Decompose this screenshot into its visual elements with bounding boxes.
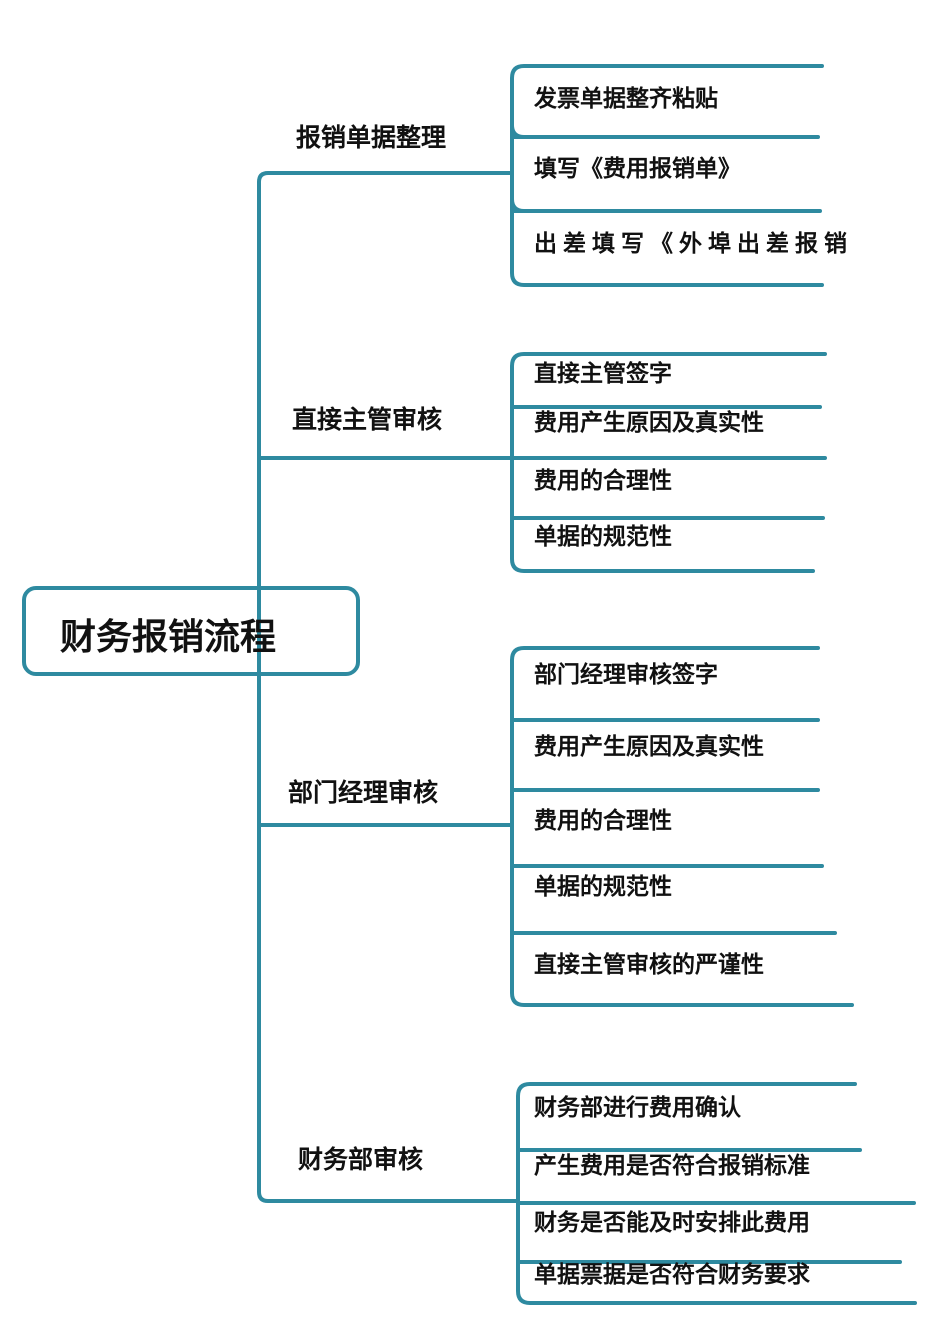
list-item: 部门经理审核签字 (534, 662, 718, 688)
sub-lines-1 (510, 64, 824, 287)
sub-lines-3 (510, 646, 854, 1007)
branch-label: 财务部审核 (298, 1145, 424, 1174)
list-item: 单据的规范性 (534, 524, 672, 550)
list-item: 产生费用是否符合报销标准 (534, 1153, 810, 1179)
list-item: 费用的合理性 (534, 468, 672, 494)
branch-label: 报销单据整理 (296, 123, 447, 152)
list-item: 填写《费用报销单》 (534, 156, 741, 182)
list-item: 财务是否能及时安排此费用 (534, 1210, 810, 1236)
list-item: 单据票据是否符合财务要求 (534, 1262, 810, 1288)
sub-lines-2 (510, 352, 827, 573)
root-title: 财务报销流程 (60, 617, 277, 658)
branch-label: 直接主管审核 (292, 405, 443, 434)
list-item: 发票单据整齐粘贴 (534, 86, 718, 112)
sub-lines-4 (516, 1082, 917, 1305)
list-item: 单据的规范性 (534, 874, 672, 900)
list-item: 直接主管审核的严谨性 (534, 952, 764, 978)
list-item: 费用的合理性 (534, 808, 672, 834)
branch-label: 部门经理审核 (288, 778, 439, 807)
list-item: 费用产生原因及真实性 (534, 410, 764, 436)
trunk-line (257, 171, 518, 1203)
list-item: 费用产生原因及真实性 (534, 734, 764, 760)
root-node: 财务报销流程 (22, 586, 360, 676)
list-item: 财务部进行费用确认 (534, 1095, 741, 1121)
list-item: 直接主管签字 (534, 361, 672, 387)
list-item: 出差填写《外埠出差报销单》 (534, 231, 853, 256)
